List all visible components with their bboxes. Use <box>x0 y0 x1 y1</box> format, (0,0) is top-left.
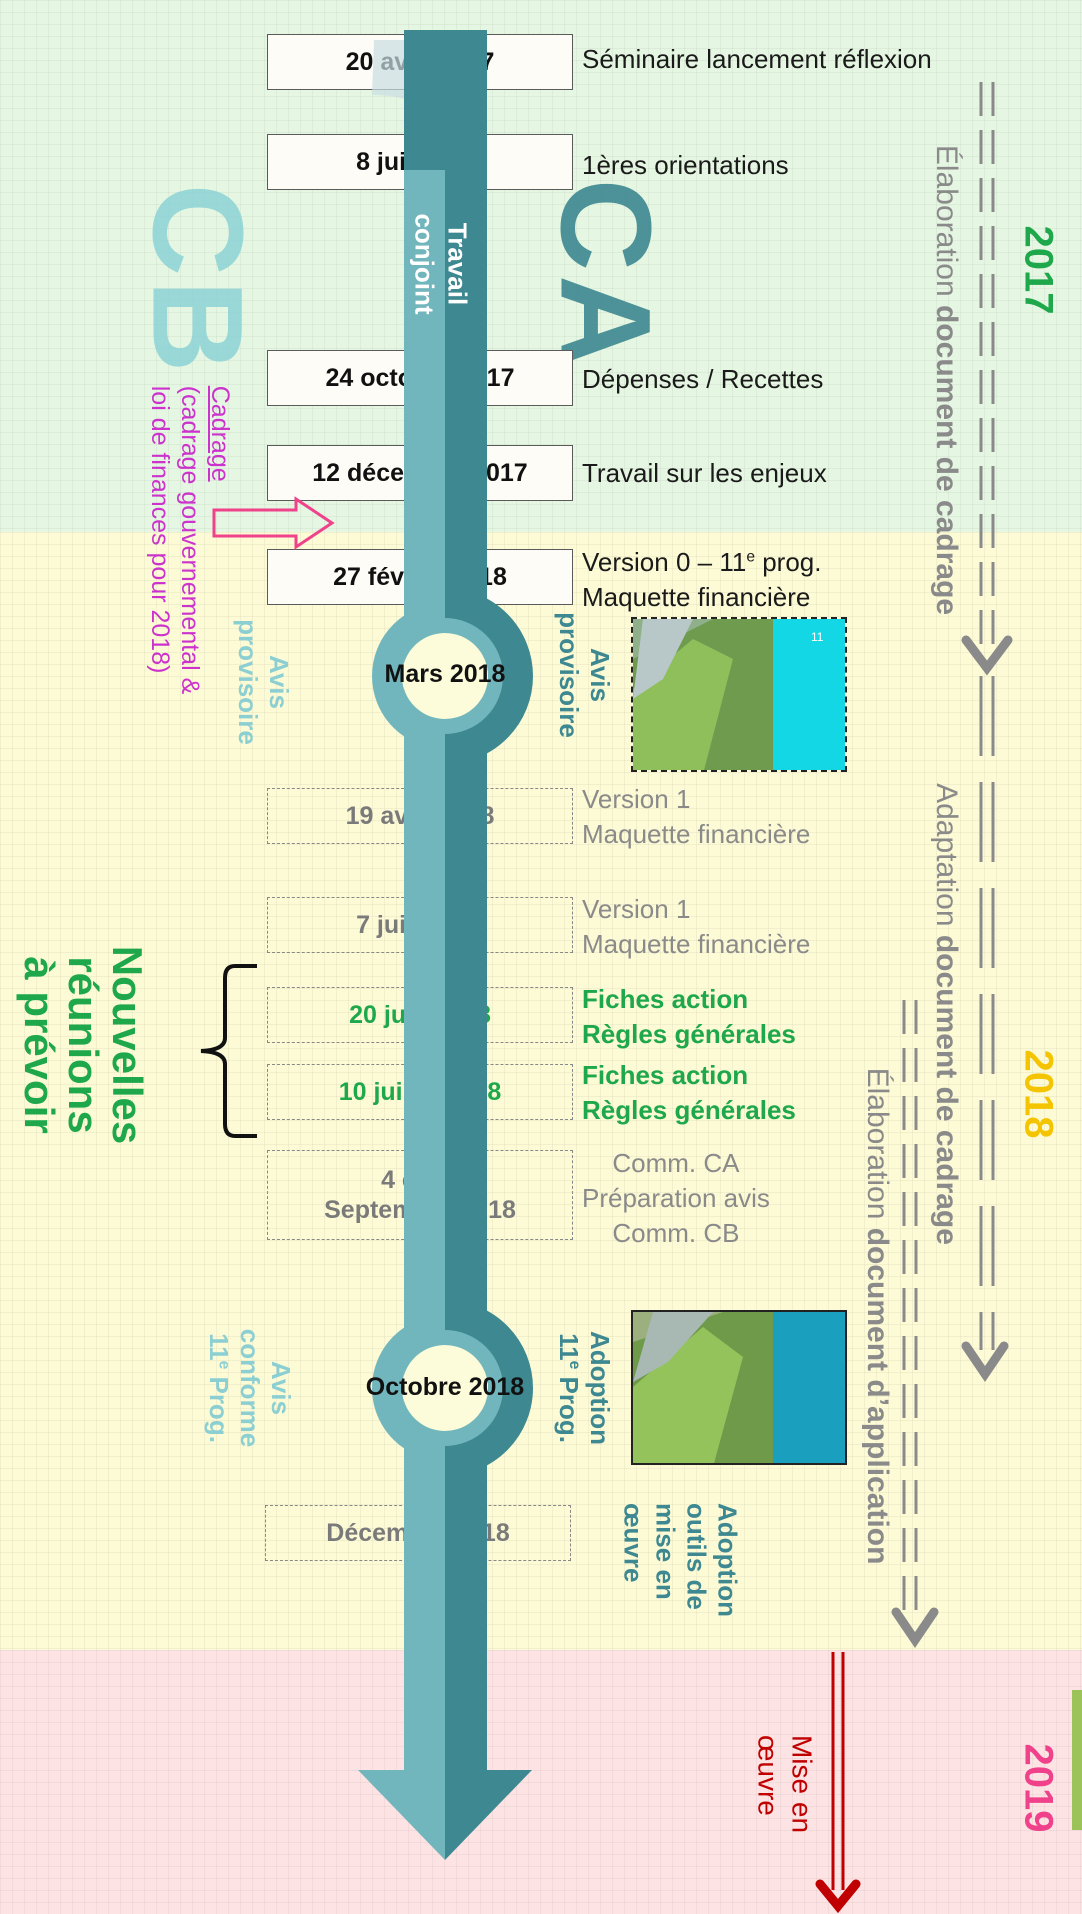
milestone-desc-10: Comm. CA Préparation avis Comm. CB <box>582 1146 770 1251</box>
edge-tab <box>1072 1690 1082 1830</box>
brochure-thumbnail-provisoire: 11 <box>631 617 847 772</box>
milestone-desc-9-line1: Fiches action <box>582 1060 749 1090</box>
brochure-image-2 <box>633 1312 845 1463</box>
octobre-2018-label: Octobre 2018 <box>365 1373 525 1401</box>
arrow-label-line1: Travail <box>442 222 473 306</box>
brochure-number: 11 <box>811 630 824 644</box>
milestone-desc-5: Version 0 – 11e prog. Maquette financièr… <box>582 545 822 615</box>
milestone-desc-9: Fiches action Règles générales <box>582 1058 796 1128</box>
mars-2018-label: Mars 2018 <box>384 660 506 688</box>
arrow-label: Travail conjoint <box>409 213 474 314</box>
milestone-desc-8: Fiches action Règles générales <box>582 982 796 1052</box>
cadrage-arrow <box>212 496 335 550</box>
milestone-desc-6-line1: Version 1 <box>582 784 691 814</box>
arrow-shaft-light <box>404 170 445 1770</box>
milestone-desc-10-line3: Comm. CB <box>612 1218 740 1249</box>
arrow-head-right <box>445 1770 532 1860</box>
brochure-thumbnail-adoption <box>631 1310 847 1465</box>
milestone-desc-7: Version 1 Maquette financière <box>582 892 810 962</box>
mars-ring-right <box>444 588 533 764</box>
arrow-label-line2: conjoint <box>410 213 440 315</box>
band-2018 <box>0 532 1082 1650</box>
arrow-head-left <box>358 1770 445 1860</box>
brace-icon <box>200 964 257 1138</box>
milestone-desc-6-line2: Maquette financière <box>582 819 811 850</box>
milestone-desc-7-line2: Maquette financière <box>582 929 811 960</box>
octobre-disc <box>402 1345 488 1431</box>
milestone-desc-7-line1: Version 1 <box>582 894 691 924</box>
band-2019 <box>0 1650 1082 1914</box>
milestone-desc-6: Version 1 Maquette financière <box>582 782 810 852</box>
milestone-desc-4: Travail sur les enjeux <box>582 458 827 488</box>
octobre-ring-right <box>444 1300 533 1476</box>
milestone-desc-8-line2: Règles générales <box>582 1019 796 1050</box>
mars-disc <box>402 633 488 719</box>
milestone-desc-2: 1ères orientations <box>582 150 789 180</box>
milestone-desc-10-line2: Préparation avis <box>582 1183 770 1214</box>
milestone-desc-3: Dépenses / Recettes <box>582 364 824 394</box>
milestone-desc-5-line2: Maquette financière <box>582 582 811 613</box>
milestone-desc-8-line1: Fiches action <box>582 984 749 1014</box>
arrow-shaft-right <box>445 30 487 1770</box>
milestone-desc-9-line2: Règles générales <box>582 1095 796 1126</box>
milestone-desc-10-line1: Comm. CA <box>612 1148 740 1178</box>
milestone-desc-5-line1: Version 0 – 11e prog. <box>582 547 822 577</box>
brochure-image: 11 <box>633 619 845 770</box>
milestone-desc-1: Séminaire lancement réflexion <box>582 44 932 74</box>
